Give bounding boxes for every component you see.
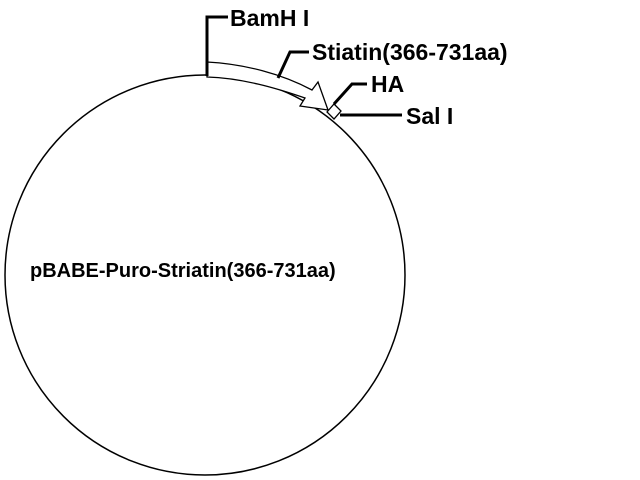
plasmid-backbone-circle bbox=[4, 74, 406, 476]
bamh1-leader-line bbox=[205, 15, 228, 76]
ha-tag-box bbox=[326, 103, 342, 120]
insert-arrow bbox=[206, 61, 329, 111]
bamh1-label: BamH I bbox=[230, 5, 309, 31]
insert-label: Stiatin(366-731aa) bbox=[312, 39, 508, 65]
sal1-label: Sal I bbox=[406, 103, 453, 129]
ha-leader-line bbox=[332, 82, 367, 106]
insert-leader-line bbox=[276, 50, 309, 79]
ha-label: HA bbox=[371, 71, 404, 97]
plasmid-name: pBABE-Puro-Striatin(366-731aa) bbox=[30, 260, 336, 282]
